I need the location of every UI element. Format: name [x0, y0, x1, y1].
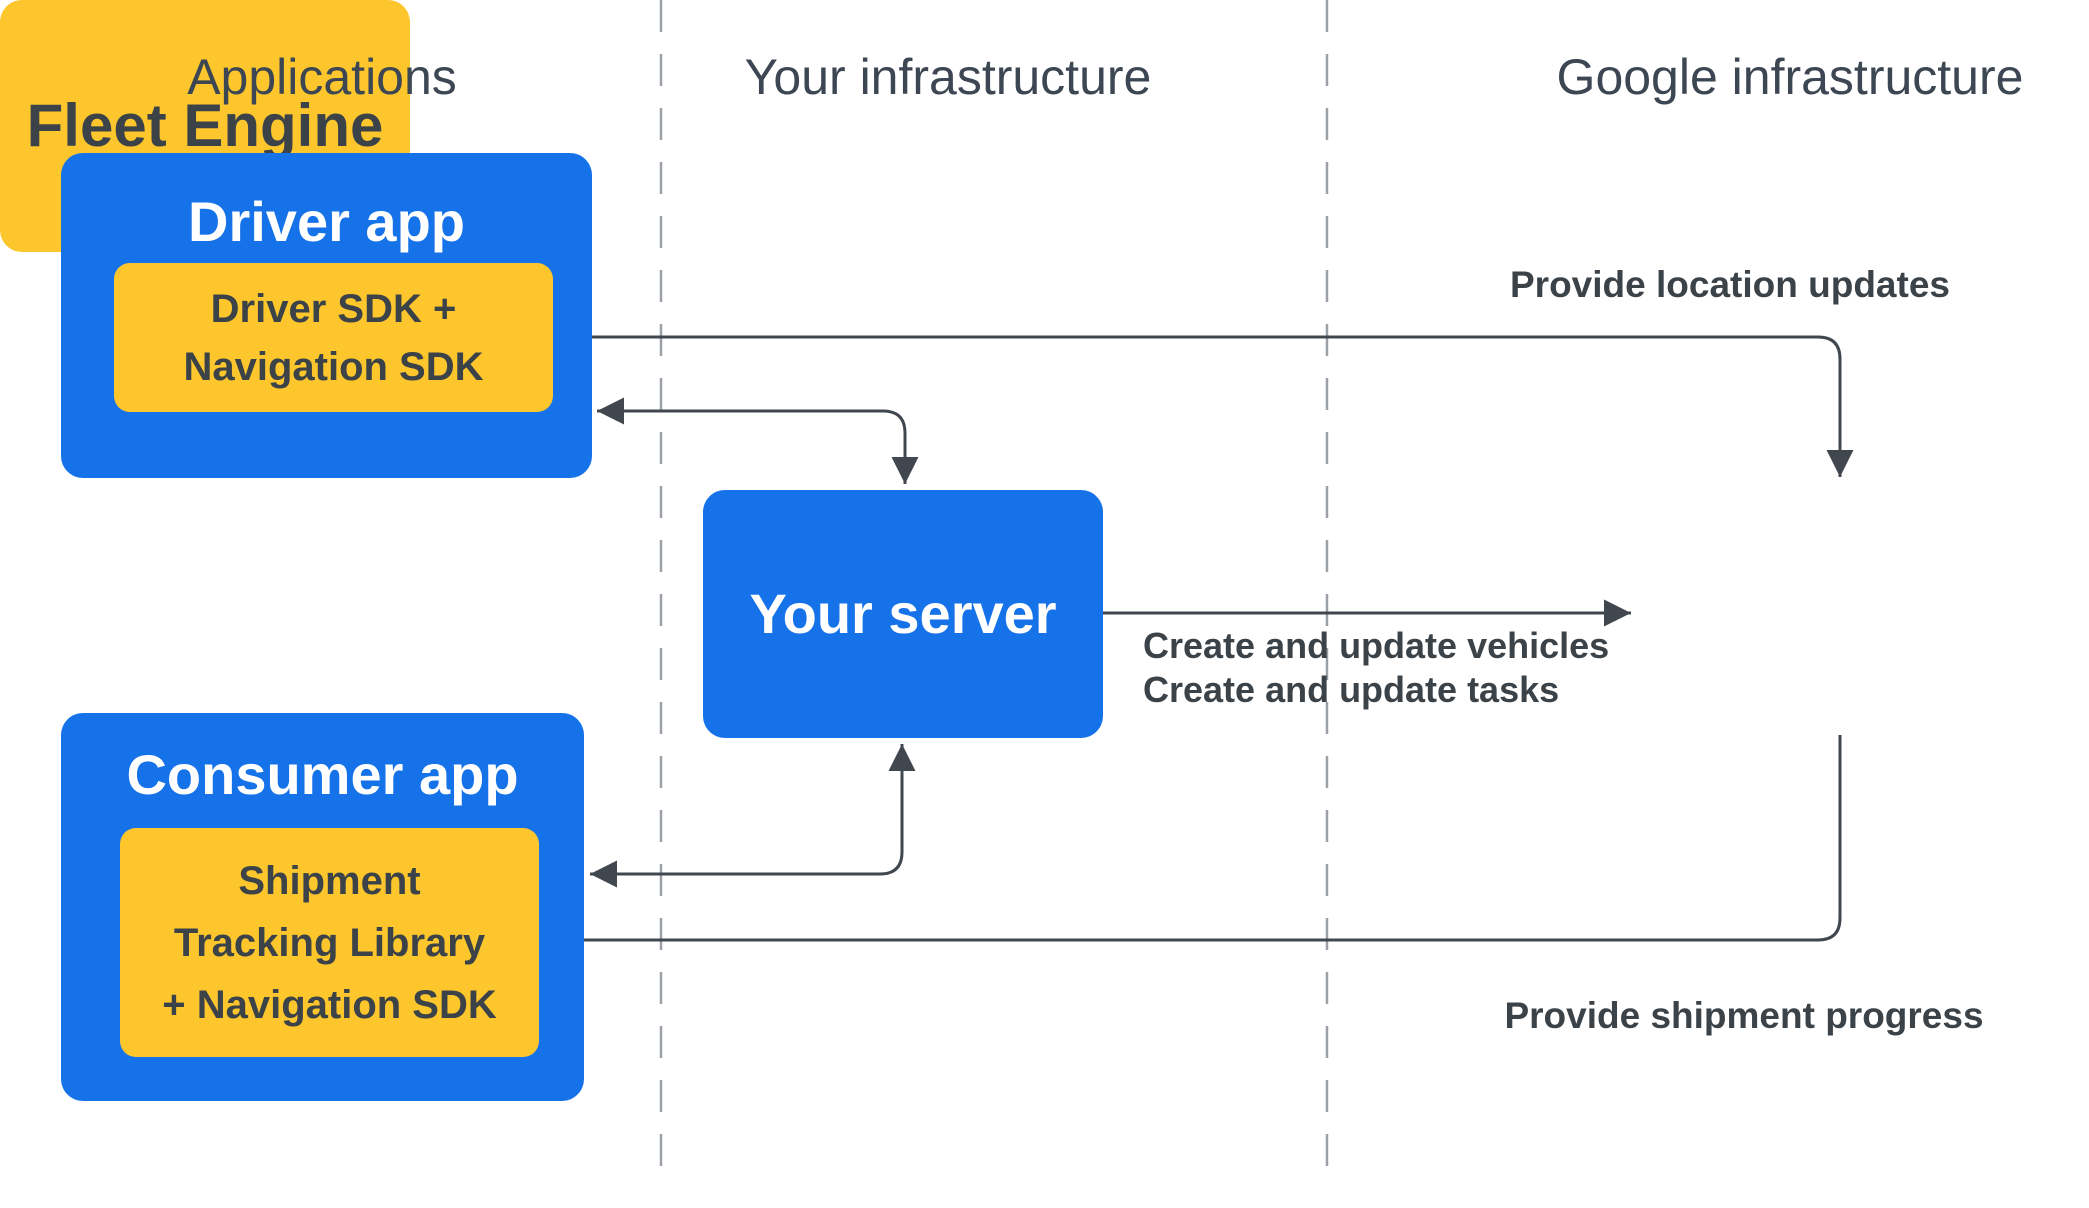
fleet-engine-title: Fleet Engine	[26, 92, 384, 159]
edge-label-provide-location-updates: Provide location updates	[1510, 264, 1950, 305]
shipment-library-label-line2: Tracking Library	[173, 920, 486, 965]
driver-sdk-node: Driver SDK + Navigation SDK	[114, 263, 553, 412]
column-header-applications: Applications	[187, 49, 457, 105]
driver-sdk-label-line1: Driver SDK +	[210, 286, 457, 331]
edge-label-create-update: Create and update vehicles Create and up…	[1143, 624, 1609, 712]
driver-app-title: Driver app	[188, 190, 465, 253]
column-header-google-infrastructure: Google infrastructure	[1556, 49, 2024, 105]
your-server-title: Your server	[749, 582, 1057, 645]
edge-label-provide-shipment-progress: Provide shipment progress	[1504, 995, 1984, 1036]
arrow-fleet-engine-shipment-library	[544, 735, 1842, 954]
arrow-driver-app-your-server	[597, 397, 919, 484]
your-server-node: Your server	[703, 490, 1103, 738]
arrow-driver-sdk-fleet-engine	[556, 323, 1854, 477]
edge-label-create-update-vehicles: Create and update vehicles	[1143, 625, 1610, 666]
edge-label-create-update-tasks: Create and update tasks	[1143, 669, 1560, 710]
consumer-app-title: Consumer app	[126, 743, 519, 806]
shipment-library-label-line3: + Navigation SDK	[162, 982, 497, 1027]
shipment-library-label-line1: Shipment	[238, 858, 421, 903]
column-header-your-infrastructure: Your infrastructure	[744, 49, 1152, 105]
shipment-tracking-library-node: Shipment Tracking Library + Navigation S…	[120, 828, 539, 1057]
driver-sdk-label-line2: Navigation SDK	[183, 344, 484, 389]
arrow-your-server-consumer-app	[590, 744, 916, 888]
